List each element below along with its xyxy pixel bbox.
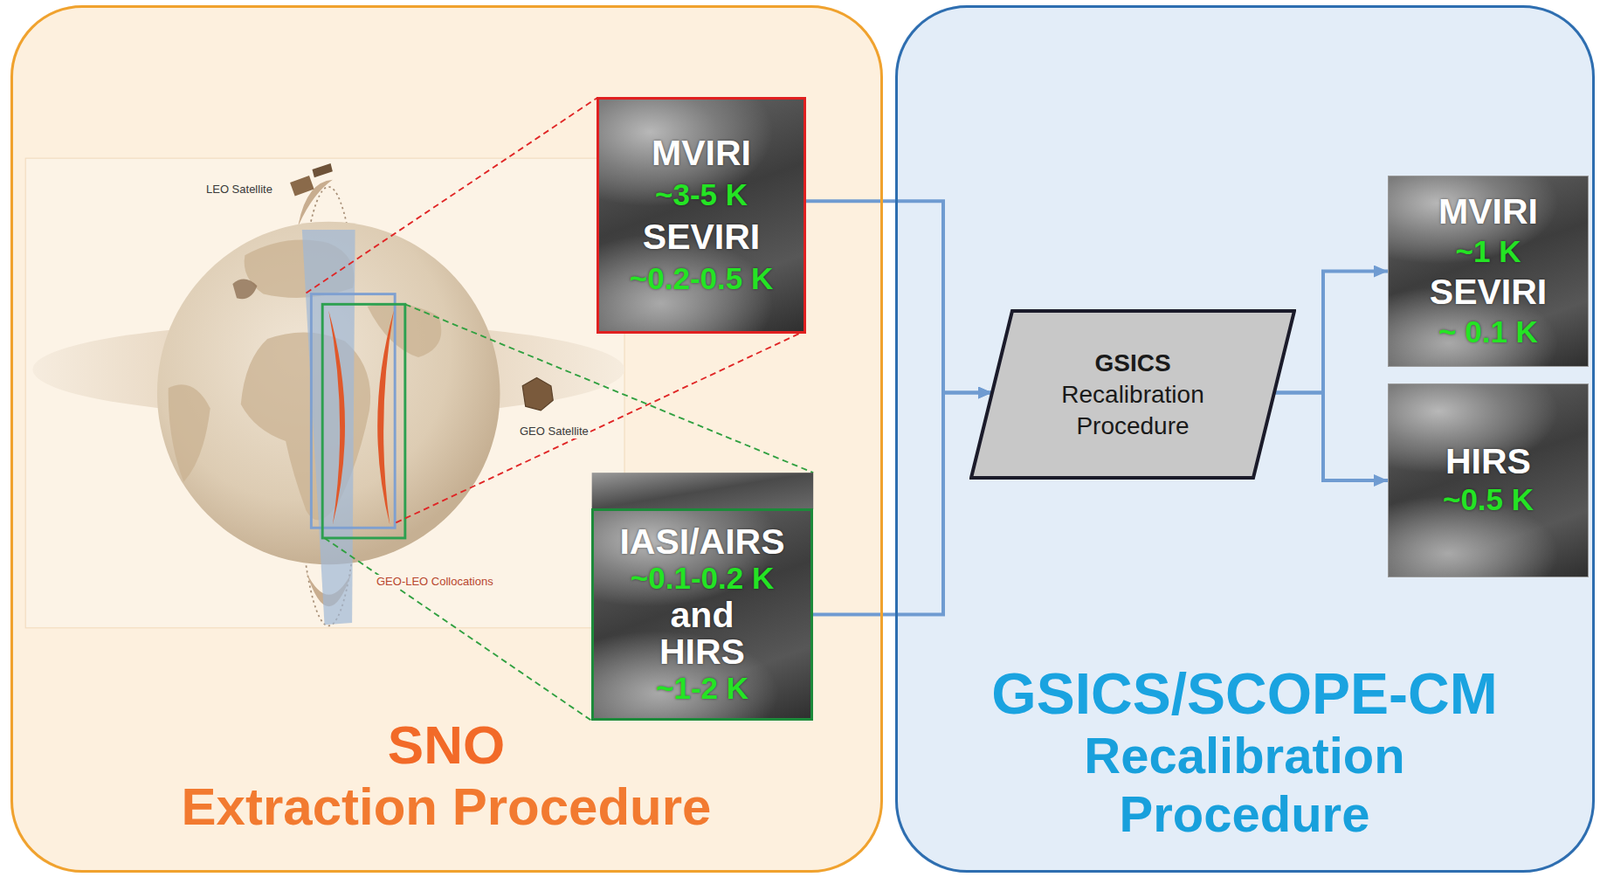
leader-line (306, 97, 598, 293)
satellite-label: GEO Satellite (517, 424, 591, 439)
instrument-name: HIRS (1445, 441, 1532, 481)
process-label: GSICS Recalibration Procedure (1032, 347, 1234, 442)
panel-title: SNO (262, 714, 630, 776)
geo-satellite-icon (522, 377, 553, 410)
accuracy-value: ~1-2 K (655, 669, 749, 707)
panel-subtitle: Recalibration Procedure (1039, 725, 1450, 843)
output-image-box: HIRS~0.5 K (1387, 383, 1589, 578)
continent (168, 384, 211, 482)
instrument-name: SEVIRI (1429, 271, 1547, 312)
panel-fill (10, 5, 883, 873)
accuracy-value: ~3-5 K (655, 173, 748, 216)
accuracy-value: ~0.5 K (1442, 480, 1534, 519)
instrument-name: and (670, 596, 735, 634)
process-parallelogram: GSICS Recalibration Procedure (969, 309, 1297, 480)
parallelogram-outline (971, 310, 1295, 478)
collocation-frame (310, 294, 395, 529)
collocation-curve (377, 310, 394, 525)
accuracy-value: ~0.1-0.2 K (630, 559, 774, 597)
panel-subtitle: Extraction Procedure (105, 776, 787, 838)
collocation-curve (328, 310, 345, 525)
recalibration-panel: GSICS/SCOPE-CMRecalibration Procedure GSI… (895, 5, 1595, 873)
leo-satellite-icon (289, 175, 315, 196)
instrument-name: MVIRI (651, 131, 752, 174)
continent (232, 279, 257, 300)
instrument-name: SEVIRI (642, 215, 760, 258)
output-image-box: MVIRI~1 KSEVIRI~ 0.1 K (1387, 175, 1589, 367)
flow-connector (813, 393, 993, 615)
illustration-frame (25, 158, 625, 628)
leo-satellite-icon (312, 163, 333, 178)
flow-connector (1274, 271, 1388, 394)
flow-connector (1274, 393, 1388, 481)
panel-title: GSICS/SCOPE-CM (930, 660, 1559, 727)
accuracy-value: ~0.2-0.5 K (629, 257, 773, 300)
collocation-label: GEO-LEO Collocations (374, 574, 496, 589)
panel-fill (895, 5, 1596, 873)
geo-image-box: MVIRI~3-5 KSEVIRI~0.2-0.5 K (596, 96, 807, 334)
sno-panel: SNOExtraction Procedure MVIRI~3-5 KSEVIRI… (10, 5, 883, 873)
image-strip (592, 472, 814, 510)
leader-line (324, 537, 593, 721)
instrument-name: HIRS (659, 633, 745, 670)
accuracy-value: ~1 K (1455, 231, 1522, 272)
flow-connector (806, 200, 993, 393)
accuracy-value: ~ 0.1 K (1438, 311, 1538, 352)
instrument-name: IASI/AIRS (619, 523, 785, 560)
satellite-label: LEO Satellite (204, 182, 275, 197)
instrument-name: MVIRI (1438, 191, 1538, 232)
collocation-frame (322, 303, 406, 538)
leo-image-box: IASI/AIRS~0.1-0.2 KandHIRS~1-2 K (591, 508, 814, 721)
